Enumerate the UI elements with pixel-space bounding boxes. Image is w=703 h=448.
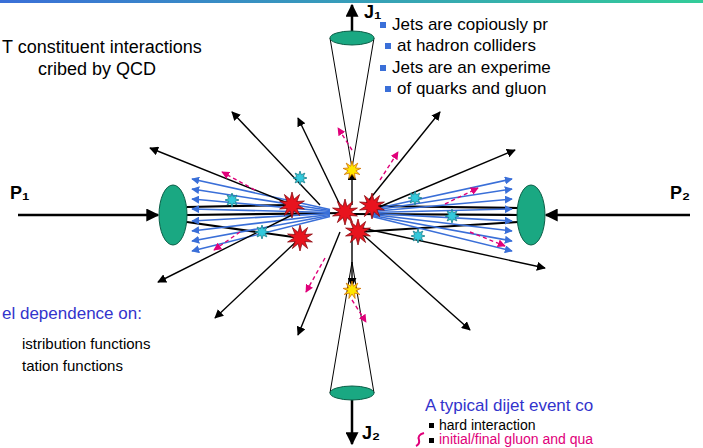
particle-arrow bbox=[298, 118, 340, 205]
soft-burst bbox=[225, 193, 239, 207]
jet-label: J₁ bbox=[364, 3, 381, 22]
bullet-text: Jets are copiously pr bbox=[392, 16, 548, 34]
beam-label: P₂ bbox=[670, 184, 690, 203]
bullet-text: of quarks and gluon bbox=[397, 80, 546, 98]
remnant-arrow bbox=[372, 216, 512, 242]
particle-arrow bbox=[215, 238, 300, 318]
jet-axis-arrow bbox=[351, 5, 354, 31]
bullet bbox=[429, 423, 434, 428]
jet-label: J₂ bbox=[362, 424, 380, 443]
hadron-ellipse bbox=[517, 185, 545, 245]
radiation-arrow bbox=[380, 152, 398, 180]
soft-burst bbox=[408, 191, 422, 205]
radiation-arrow bbox=[222, 172, 255, 190]
title-bar bbox=[0, 0, 703, 3]
remnant-arrow bbox=[192, 209, 330, 213]
beam-arrow bbox=[18, 214, 158, 217]
bullet-text: Jets are an experime bbox=[392, 59, 551, 77]
bullet bbox=[380, 22, 386, 28]
brace bbox=[416, 433, 424, 446]
note-text: T constituent interactions bbox=[2, 38, 202, 57]
hadron-ellipse bbox=[330, 386, 374, 400]
heading-text: el dependence on: bbox=[2, 305, 142, 323]
jet-cone bbox=[330, 38, 352, 168]
bullet bbox=[385, 86, 391, 92]
particle-arrow bbox=[298, 232, 340, 335]
bullet bbox=[385, 43, 391, 49]
jet-cone bbox=[330, 262, 352, 393]
jet-cone bbox=[352, 262, 374, 393]
hadron-ellipse bbox=[159, 185, 187, 245]
hard-burst bbox=[360, 193, 385, 219]
soft-burst bbox=[445, 209, 459, 223]
radiation-arrow bbox=[445, 188, 478, 204]
hadron-ellipse bbox=[330, 31, 374, 45]
hadronization-burst bbox=[343, 161, 361, 179]
soft-burst bbox=[411, 229, 425, 243]
particle-arrow bbox=[362, 228, 545, 268]
hadronization-burst bbox=[343, 281, 361, 299]
beam-label: P₁ bbox=[10, 184, 29, 203]
jet-cone bbox=[352, 38, 374, 168]
bullet-text: istribution functions bbox=[22, 336, 150, 352]
hard-burst bbox=[280, 192, 305, 218]
bullet-text: tation functions bbox=[22, 358, 123, 374]
hard-burst bbox=[288, 225, 313, 251]
bullet bbox=[380, 65, 386, 71]
bullet-text: initial/final gluon and qua bbox=[439, 432, 593, 447]
jet-axis-arrow bbox=[351, 400, 354, 444]
remnant-arrow bbox=[192, 217, 330, 252]
bullet-text: hard interaction bbox=[439, 418, 536, 433]
particle-arrow bbox=[360, 232, 470, 330]
hard-burst bbox=[333, 199, 358, 225]
particle-arrow bbox=[351, 172, 352, 205]
radiation-arrow bbox=[306, 258, 325, 292]
particle-arrow bbox=[372, 150, 515, 210]
radiation-arrow bbox=[470, 232, 505, 246]
soft-burst bbox=[293, 171, 307, 185]
hard-burst bbox=[346, 219, 371, 245]
particle-arrow bbox=[365, 112, 440, 205]
radiation-arrow bbox=[338, 128, 352, 150]
remnant-arrow bbox=[192, 216, 330, 242]
bullet-text: at hadron colliders bbox=[397, 37, 536, 55]
soft-burst bbox=[255, 225, 269, 239]
heading-text: A typical dijet event co bbox=[425, 397, 593, 415]
remnant-arrow bbox=[192, 199, 330, 212]
remnant-arrow bbox=[372, 209, 512, 213]
beam-arrow bbox=[546, 214, 690, 217]
remnant-arrow bbox=[372, 189, 512, 211]
radiation-arrow bbox=[352, 300, 366, 322]
note-text: cribed by QCD bbox=[38, 60, 156, 79]
particle-arrow bbox=[232, 112, 320, 205]
bullet bbox=[429, 438, 434, 443]
radiation-arrow bbox=[214, 232, 240, 250]
